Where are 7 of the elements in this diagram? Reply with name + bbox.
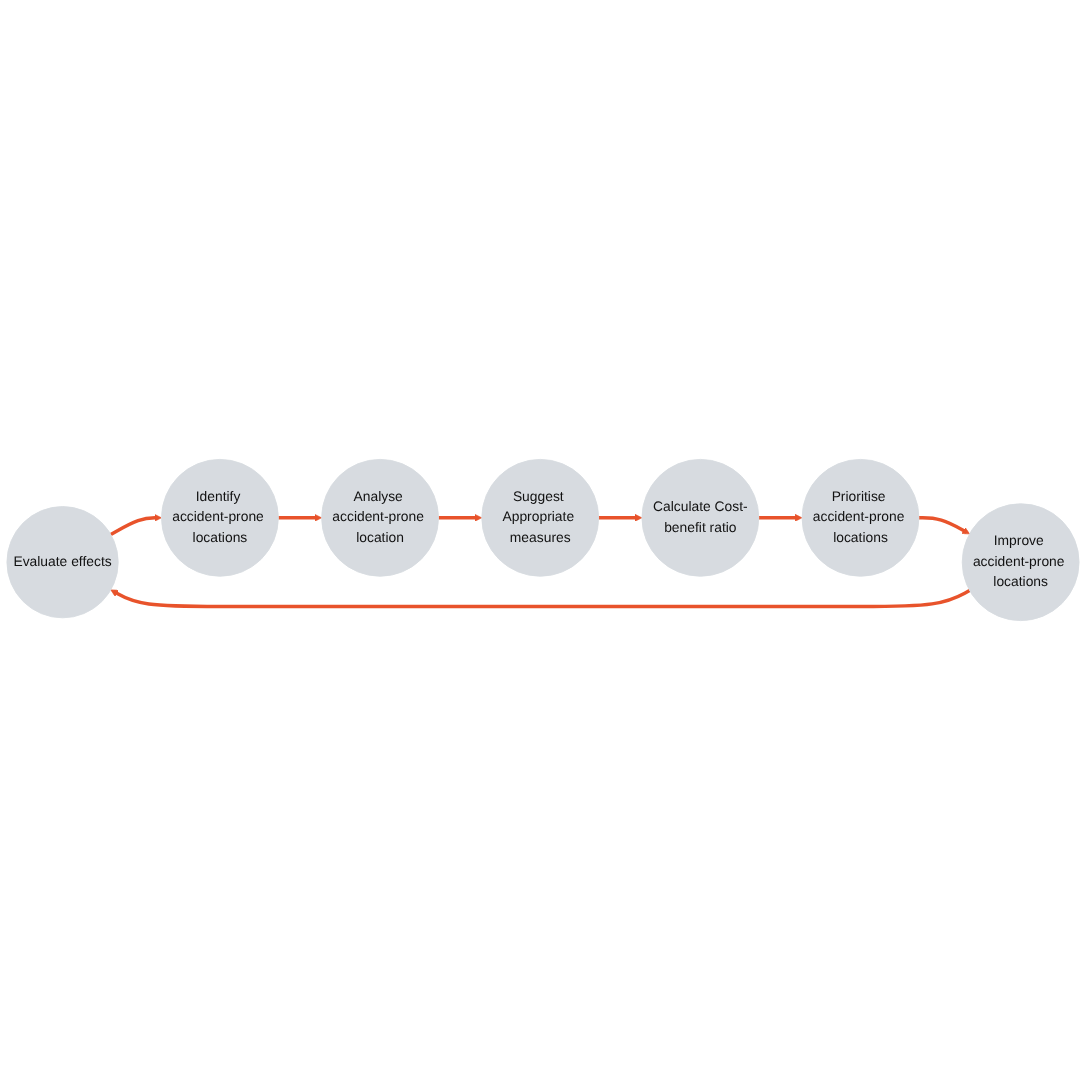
- arrow: [278, 514, 322, 522]
- arrow: [110, 589, 971, 609]
- arrow: [918, 516, 970, 535]
- arrow: [598, 514, 643, 522]
- arrow: [109, 514, 162, 536]
- arrow: [438, 514, 483, 522]
- arrow: [758, 514, 803, 522]
